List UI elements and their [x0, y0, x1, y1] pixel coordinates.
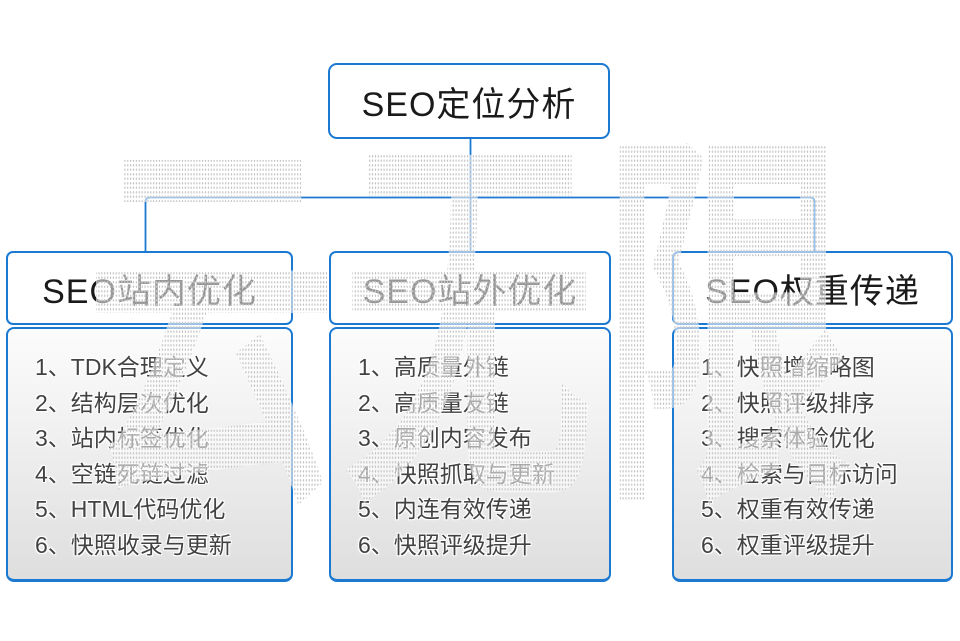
- list-item: 1、TDK合理定义: [35, 354, 209, 380]
- branch-list-weight: 1、快照增缩略图 2、快照评级排序 3、搜索体验优化 4、检索与目标访问 5、权…: [672, 327, 953, 582]
- branch-title: SEO权重传递: [705, 272, 920, 311]
- root-node: SEO定位分析: [328, 63, 610, 139]
- list-item: 6、快照评级提升: [358, 531, 532, 558]
- list-item: 2、快照评级排序: [701, 389, 875, 416]
- branch-list-onsite: 1、TDK合理定义 2、结构层次优化 3、站内标签优化 4、空链死链过滤 5、H…: [6, 327, 293, 582]
- branch-header-onsite: SEO站内优化: [6, 251, 293, 325]
- list-item: 1、高质量外链: [358, 354, 509, 380]
- list-item: 4、检索与目标访问: [701, 460, 898, 487]
- list-item: 3、搜索体验优化: [701, 425, 875, 452]
- list-item: 3、原创内容发布: [358, 425, 532, 452]
- list-item: 6、权重评级提升: [701, 531, 875, 558]
- list-item: 5、内连有效传递: [358, 496, 532, 523]
- list-item: 6、快照收录与更新: [35, 531, 232, 558]
- list-item: 2、结构层次优化: [35, 389, 209, 416]
- root-node-title: SEO定位分析: [361, 85, 577, 124]
- list-item: 1、快照增缩略图: [701, 354, 875, 380]
- connector-root-to-branches: [144, 139, 816, 251]
- list-item: 5、权重有效传递: [701, 496, 875, 523]
- branch-header-weight: SEO权重传递: [672, 251, 953, 325]
- branch-header-offsite: SEO站外优化: [329, 251, 611, 325]
- branch-title: SEO站内优化: [42, 272, 257, 311]
- branch-title: SEO站外优化: [362, 272, 578, 311]
- list-item: 4、空链死链过滤: [35, 460, 209, 487]
- branch-list-offsite: 1、高质量外链 2、高质量友链 3、原创内容发布 4、快照抓取与更新 5、内连有…: [329, 327, 611, 582]
- list-item: 3、站内标签优化: [35, 425, 209, 452]
- list-item: 4、快照抓取与更新: [358, 460, 555, 487]
- list-item: 2、高质量友链: [358, 389, 509, 416]
- list-item: 5、HTML代码优化: [35, 496, 226, 523]
